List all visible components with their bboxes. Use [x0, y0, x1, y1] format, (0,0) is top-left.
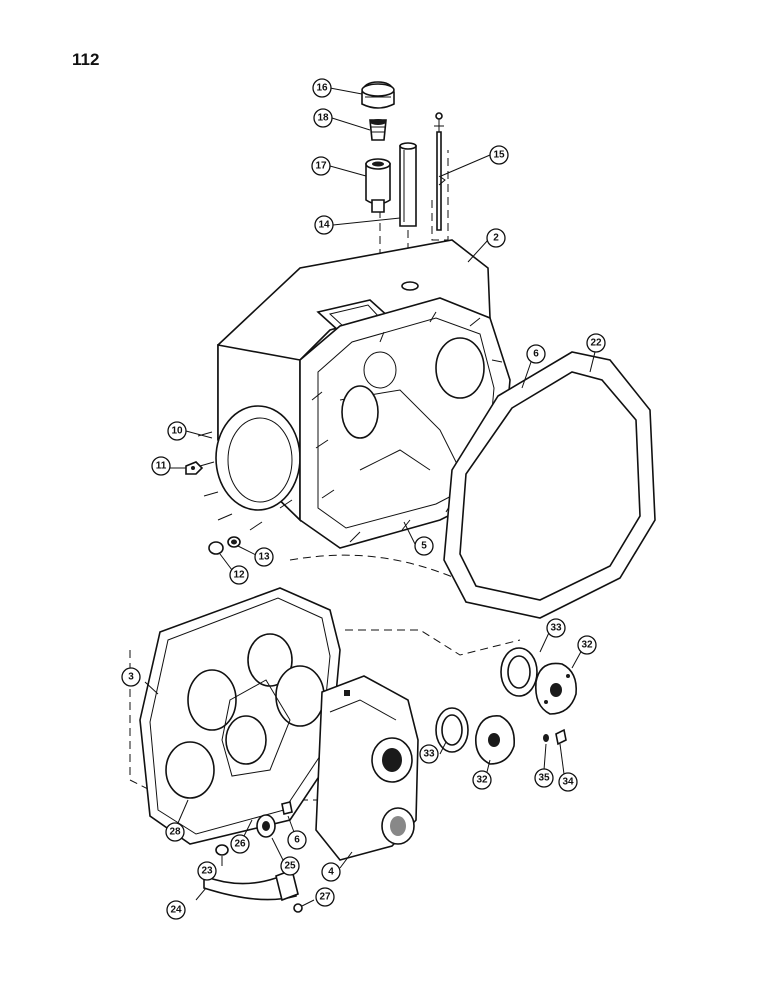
cap-screw: [555, 728, 567, 746]
svg-text:28: 28: [169, 827, 181, 838]
svg-text:27: 27: [319, 892, 331, 903]
callout-4: 4: [321, 862, 341, 882]
callout-17: 17: [311, 156, 331, 176]
svg-text:16: 16: [316, 83, 328, 94]
callout-23: 23: [197, 861, 217, 881]
callout-10: 10: [167, 421, 187, 441]
svg-text:32: 32: [476, 775, 488, 786]
svg-text:26: 26: [234, 839, 246, 850]
lock-washer: [543, 734, 549, 742]
page-number: 112: [72, 50, 100, 69]
callout-28: 28: [165, 822, 185, 842]
housing-gasket: [443, 351, 656, 619]
callout-leaders: [144, 87, 596, 907]
oil-seal: [256, 814, 276, 838]
callout-33-lower: 33: [419, 744, 439, 764]
callout-25: 25: [280, 856, 300, 876]
lever-nut: [293, 903, 303, 913]
svg-text:22: 22: [590, 338, 602, 349]
bearing-cap-gasket-upper: [500, 647, 538, 697]
callout-5: 5: [414, 536, 434, 556]
svg-text:33: 33: [423, 749, 435, 760]
bearing-cap-lower: [474, 715, 516, 765]
callout-13: 13: [254, 547, 274, 567]
callout-33-upper: 33: [546, 618, 566, 638]
callout-26: 26: [230, 834, 250, 854]
callout-34: 34: [558, 772, 578, 792]
callout-3: 3: [121, 667, 141, 687]
stud-nut: [185, 461, 204, 475]
svg-text:3: 3: [128, 672, 134, 683]
bearing-carrier: [315, 675, 419, 861]
filler-tube-long: [399, 142, 417, 227]
svg-text:33: 33: [550, 623, 562, 634]
shift-lever: [203, 868, 299, 902]
breather-cap: [361, 81, 395, 109]
svg-text:15: 15: [493, 150, 505, 161]
svg-text:6: 6: [533, 349, 539, 360]
dipstick: [434, 112, 446, 231]
bearing-cap-gasket-lower: [435, 707, 469, 753]
callout-32-lower: 32: [472, 770, 492, 790]
filler-tube-short: [365, 158, 391, 213]
callout-6-lower: 6: [287, 830, 307, 850]
dowel-pin-lower: [281, 801, 293, 815]
callout-15: 15: [489, 145, 509, 165]
callout-2: 2: [486, 228, 506, 248]
callout-24: 24: [166, 900, 186, 920]
callout-22: 22: [586, 333, 606, 353]
svg-text:17: 17: [315, 161, 327, 172]
svg-text:14: 14: [318, 220, 330, 231]
drain-plug: [215, 844, 229, 856]
callout-32-upper: 32: [577, 635, 597, 655]
callout-35: 35: [534, 768, 554, 788]
svg-text:23: 23: [201, 866, 213, 877]
svg-text:6: 6: [294, 835, 300, 846]
svg-text:35: 35: [538, 773, 550, 784]
svg-text:5: 5: [421, 541, 427, 552]
callout-27: 27: [315, 887, 335, 907]
svg-text:32: 32: [581, 640, 593, 651]
breather-adapter: [369, 119, 387, 141]
callout-14: 14: [314, 215, 334, 235]
svg-text:24: 24: [170, 905, 182, 916]
svg-text:10: 10: [171, 426, 183, 437]
svg-text:18: 18: [317, 113, 329, 124]
bearing-cap-upper: [534, 662, 578, 715]
bore-plug-washers: [208, 536, 241, 555]
callouts: 16 18 17 14 15 2 6 22 10 11 5 13 12 3 33…: [121, 78, 606, 920]
svg-text:13: 13: [258, 552, 270, 563]
svg-text:25: 25: [284, 861, 296, 872]
svg-text:11: 11: [156, 461, 167, 472]
callout-12: 12: [229, 565, 249, 585]
svg-text:34: 34: [562, 777, 574, 788]
callout-18: 18: [313, 108, 333, 128]
svg-text:2: 2: [493, 233, 499, 244]
svg-text:4: 4: [328, 867, 334, 878]
callout-11: 11: [151, 456, 171, 476]
svg-text:12: 12: [233, 570, 245, 581]
callout-6-upper: 6: [526, 344, 546, 364]
front-cover-plate: [139, 587, 341, 845]
callout-16: 16: [312, 78, 332, 98]
